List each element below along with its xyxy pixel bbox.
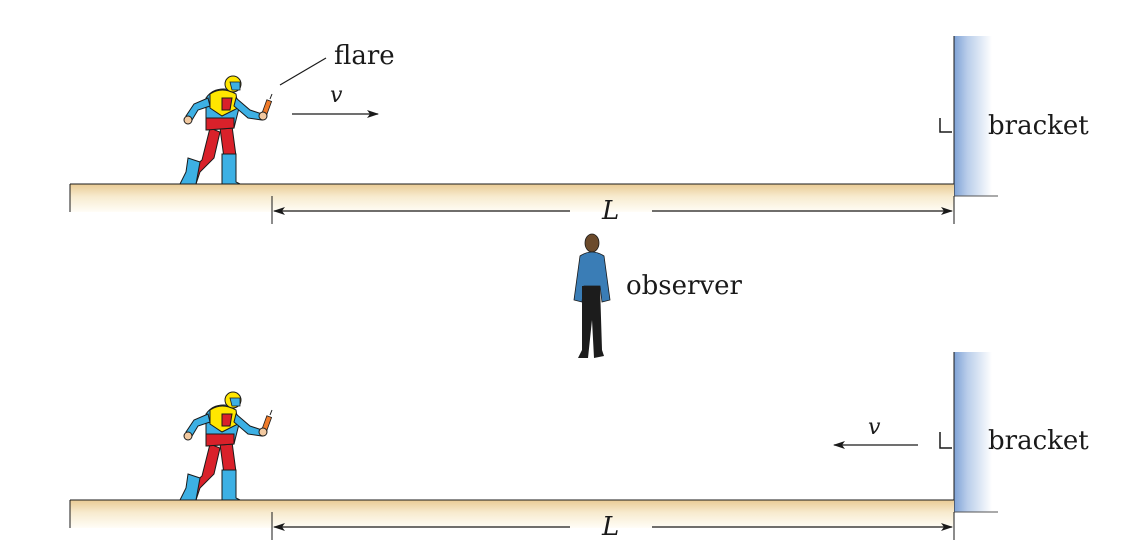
- velocity-label-top: v: [330, 83, 343, 108]
- platform-bottom: [70, 500, 954, 528]
- superhero-with-flare-top: [179, 75, 273, 185]
- flare-label: flare: [334, 41, 395, 71]
- wall-top: [954, 36, 992, 196]
- velocity-label-bottom: v: [868, 415, 881, 440]
- superhero-with-flare-bottom: [179, 391, 273, 501]
- platform-top: [70, 184, 954, 212]
- length-label-bottom: L: [601, 512, 619, 542]
- flare-pointer: [279, 57, 327, 86]
- bracket-bottom: [939, 432, 952, 449]
- observer-label: observer: [626, 271, 743, 301]
- length-label-top: L: [601, 196, 619, 226]
- bracket-label-top: bracket: [988, 111, 1089, 141]
- wall-bottom: [954, 352, 992, 512]
- top-panel: bracket flare v L: [69, 36, 1089, 226]
- bracket-top: [939, 118, 952, 133]
- observer-figure: [573, 233, 611, 358]
- bottom-panel: bracket v L: [69, 352, 1089, 542]
- bracket-label-bottom: bracket: [988, 426, 1089, 456]
